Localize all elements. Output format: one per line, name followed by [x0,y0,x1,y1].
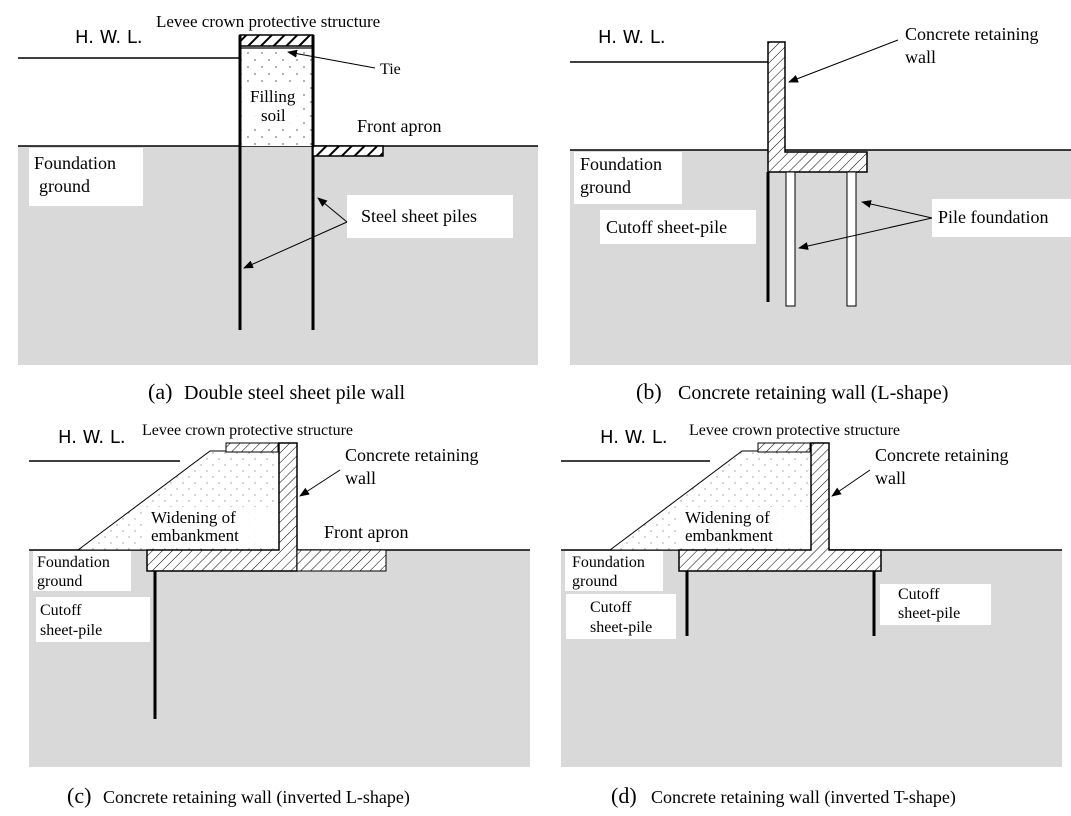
panel-c: H. W. L. Levee crown protective structur… [29,422,530,808]
crown-label-c: Levee crown protective structure [142,422,353,439]
cutoff-left-label-bg-d [566,594,676,639]
front-apron-label-c: Front apron [324,522,409,542]
pile-foundation-label-b: Pile foundation [938,207,1049,227]
panel-a: H. W. L. Levee crown protective structur… [18,12,538,404]
steel-piles-leader-1-a [317,197,348,223]
pile-right-b [846,171,857,307]
caption-letter-a: (a) [148,379,172,404]
inverted-t-wall-d [678,442,882,572]
hwl-label-d: H. W. L. [600,427,668,448]
cutoff-label-bg-c [36,597,150,642]
soil-label-a: soil [261,106,286,125]
ground-label-d: ground [572,573,617,590]
pile-leader-1-b [861,200,933,219]
foundation-label-d: Foundation [572,554,645,571]
caption-b: Concrete retaining wall (L-shape) [678,382,948,404]
crown-structure-c [225,442,279,453]
hwl-label-b: H. W. L. [598,27,666,48]
wall-label-1-b: Concrete retaining [905,24,1038,44]
crown-label-a: Levee crown protective structure [156,12,380,31]
cutoff-label-b: Cutoff sheet-pile [606,217,727,237]
cutoff-label-1-c: Cutoff [40,602,82,619]
caption-c: Concrete retaining wall (inverted L-shap… [103,787,410,808]
widening-label-2-d: embankment [685,526,773,545]
widening-label-bg-d [680,507,808,547]
widening-label-1-d: Widening of [685,508,770,527]
foundation-label-bg-b [574,152,682,204]
tie-label-a: Tie [380,61,401,78]
wall-label-1-c: Concrete retaining [345,445,478,465]
foundation-label-bg-c [33,551,131,591]
filling-label-bg-a [247,85,303,127]
cutoff-right-label-2-d: sheet-pile [898,605,960,622]
l-shape-wall-b [767,41,868,173]
steel-piles-label-bg-a [347,195,513,238]
cutoff-left-label-1-d: Cutoff [590,599,632,616]
crown-structure-d [757,442,811,453]
cutoff-right-label-1-d: Cutoff [898,586,940,603]
caption-letter-c: (c) [67,783,91,808]
cutoff-label-bg-b [600,210,756,244]
wall-label-2-d: wall [875,468,906,488]
front-apron-a [312,145,384,157]
pile-foundation-label-bg-b [932,199,1071,237]
widening-label-bg-c [146,507,274,547]
ground-label-a: ground [39,176,90,196]
foundation-label-bg-a [29,148,143,206]
wall-label-2-c: wall [345,468,376,488]
hwl-label-c: H. W. L. [58,427,126,448]
panel-b: H. W. L. Concrete retaining wall Foundat… [570,24,1071,404]
wall-label-1-d: Concrete retaining [875,445,1008,465]
hwl-label-a: H. W. L. [75,27,143,48]
caption-letter-d: (d) [611,783,637,808]
foundation-label-b: Foundation [580,154,662,174]
front-apron-label-a: Front apron [357,116,442,136]
filling-label-a: Filling [250,87,296,106]
wall-leader-d [831,469,871,497]
steel-piles-label-a: Steel sheet piles [361,206,477,226]
widening-label-2-c: embankment [151,526,239,545]
foundation-label-bg-d [565,551,663,591]
cutoff-left-label-2-d: sheet-pile [590,619,652,636]
inverted-l-wall-c [146,442,298,572]
front-apron-c [296,549,387,572]
crown-label-d: Levee crown protective structure [689,422,900,439]
ground-label-c: ground [37,573,82,590]
widening-label-1-c: Widening of [151,508,236,527]
caption-d: Concrete retaining wall (inverted T-shap… [651,787,956,808]
caption-a: Double steel sheet pile wall [184,382,405,404]
panel-d: H. W. L. Levee crown protective structur… [561,422,1062,808]
caption-letter-b: (b) [636,379,662,404]
ground-label-b: ground [580,177,631,197]
wall-label-2-b: wall [905,47,936,67]
cutoff-label-2-c: sheet-pile [40,622,102,639]
steel-piles-leader-2-a [243,221,348,269]
pile-left-b [785,171,796,307]
tie-leader-a [287,49,376,69]
pile-leader-2-b [798,217,933,250]
foundation-label-c: Foundation [37,554,110,571]
crown-structure-a [239,34,314,47]
cutoff-right-label-bg-d [880,584,991,625]
wall-leader-b [788,39,899,83]
wall-leader-c [299,469,341,497]
foundation-label-a: Foundation [34,153,116,173]
